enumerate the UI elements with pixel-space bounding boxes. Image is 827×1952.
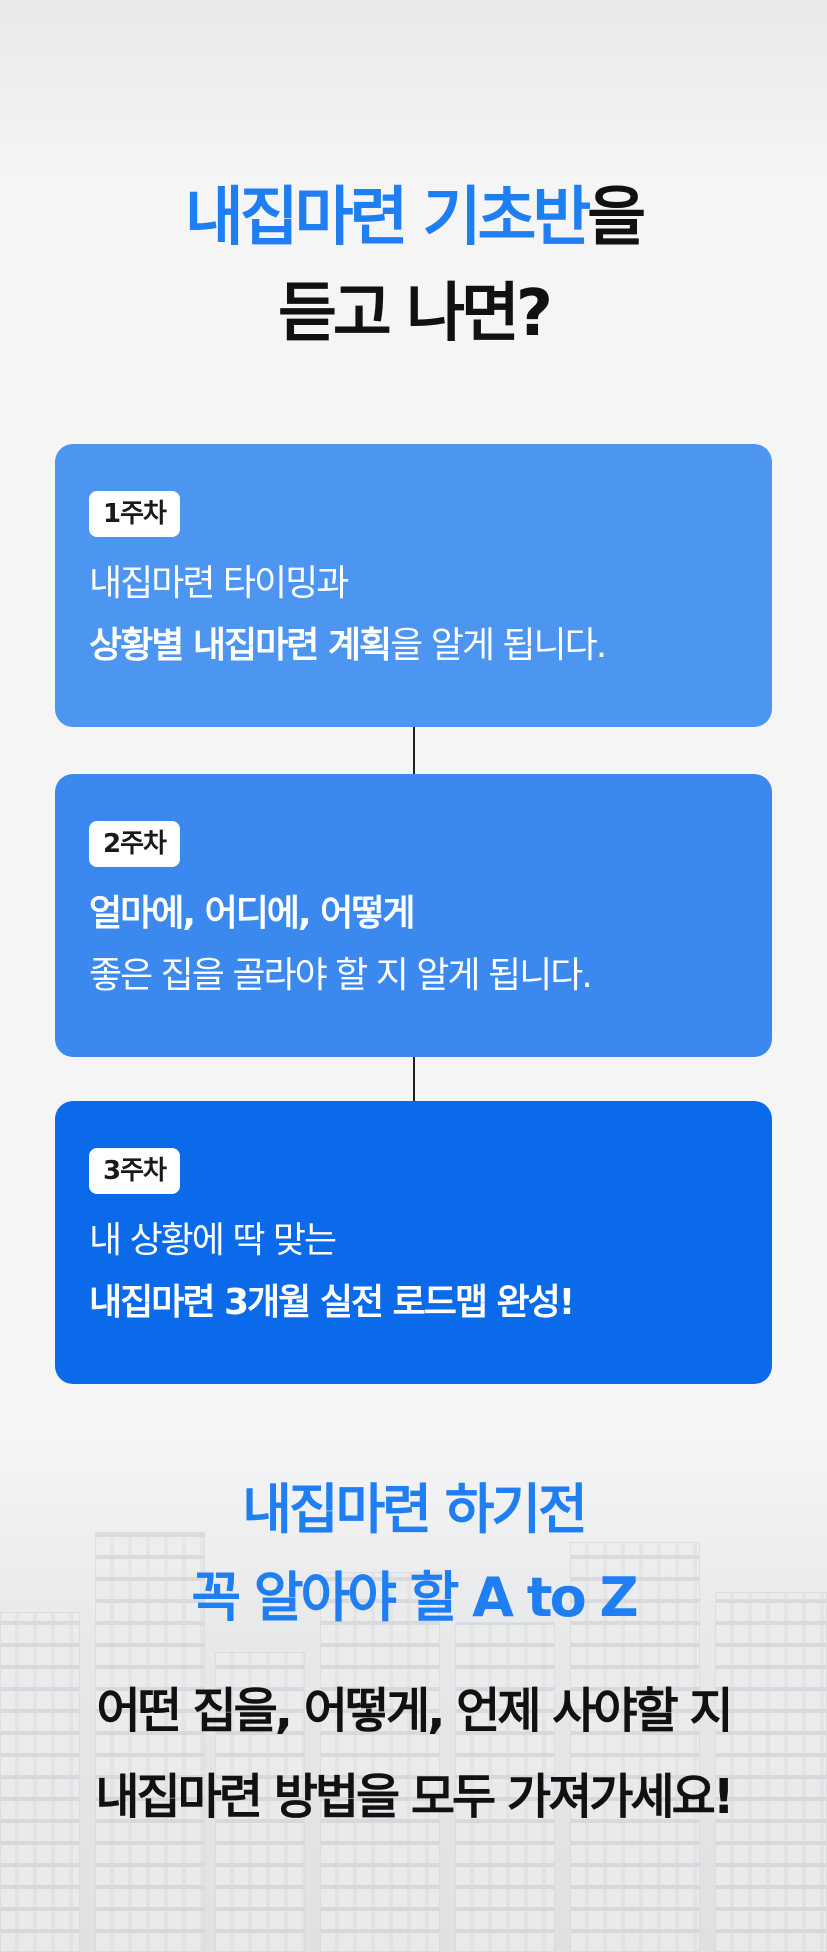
week-card-3: 3주차 내 상황에 딱 맞는 내집마련 3개월 실전 로드맵 완성! [55, 1101, 772, 1384]
subhead-line-1: 내집마련 하기전 [242, 1478, 588, 1541]
week-1-rest: 을 알게 됩니다. [390, 625, 607, 666]
headline-line-1: 내집마련 기초반을 [0, 170, 827, 266]
building-shape [455, 1622, 555, 1952]
week-3-highlight: 내집마련 3개월 실전 로드맵 [89, 1282, 488, 1323]
week-badge: 1주차 [89, 491, 180, 537]
subhead-line-2: 꼭 알아야 할 A to Z [191, 1566, 638, 1629]
timeline-connector [413, 727, 415, 774]
week-3-line-1: 내 상황에 딱 맞는 [89, 1220, 337, 1261]
headline-accent: 내집마련 기초반 [184, 181, 591, 255]
apartment-background [0, 1440, 827, 1952]
week-1-line-1: 내집마련 타이밍과 [89, 563, 349, 604]
week-2-line-2: 좋은 집을 골라야 할 지 알게 됩니다. [89, 955, 593, 996]
building-shape [570, 1542, 700, 1952]
week-3-line-2: 내집마련 3개월 실전 로드맵 완성! [89, 1272, 772, 1334]
headline-suffix: 을 [587, 181, 646, 255]
week-2-line-1: 얼마에, 어디에, 어떻게 [89, 893, 416, 934]
timeline-connector [413, 1057, 415, 1101]
building-shape [715, 1592, 827, 1952]
top-gradient [0, 0, 827, 180]
week-3-rest: 완성! [485, 1282, 576, 1323]
headline-line-2: 듣고 나면? [278, 277, 553, 351]
building-shape [320, 1572, 440, 1952]
closing-line-1: 어떤 집을, 어떻게, 언제 사야할 지 [96, 1683, 733, 1739]
building-shape [95, 1532, 205, 1952]
page-headline: 내집마련 기초반을 듣고 나면? [0, 170, 827, 362]
building-shape [215, 1652, 305, 1952]
week-card-1: 1주차 내집마련 타이밍과 상황별 내집마련 계획을 알게 됩니다. [55, 444, 772, 727]
building-shape [0, 1612, 80, 1952]
week-card-2: 2주차 얼마에, 어디에, 어떻게 좋은 집을 골라야 할 지 알게 됩니다. [55, 774, 772, 1057]
week-badge: 3주차 [89, 1148, 180, 1194]
week-badge: 2주차 [89, 821, 180, 867]
week-1-line-2: 상황별 내집마련 계획을 알게 됩니다. [89, 615, 772, 677]
closing-message: 어떤 집을, 어떻게, 언제 사야할 지 내집마련 방법을 모두 가져가세요! [0, 1668, 827, 1840]
subheadline: 내집마련 하기전 꼭 알아야 할 A to Z [0, 1466, 827, 1642]
closing-line-2: 내집마련 방법을 모두 가져가세요! [95, 1769, 734, 1825]
week-1-highlight: 상황별 내집마련 계획 [89, 625, 392, 666]
